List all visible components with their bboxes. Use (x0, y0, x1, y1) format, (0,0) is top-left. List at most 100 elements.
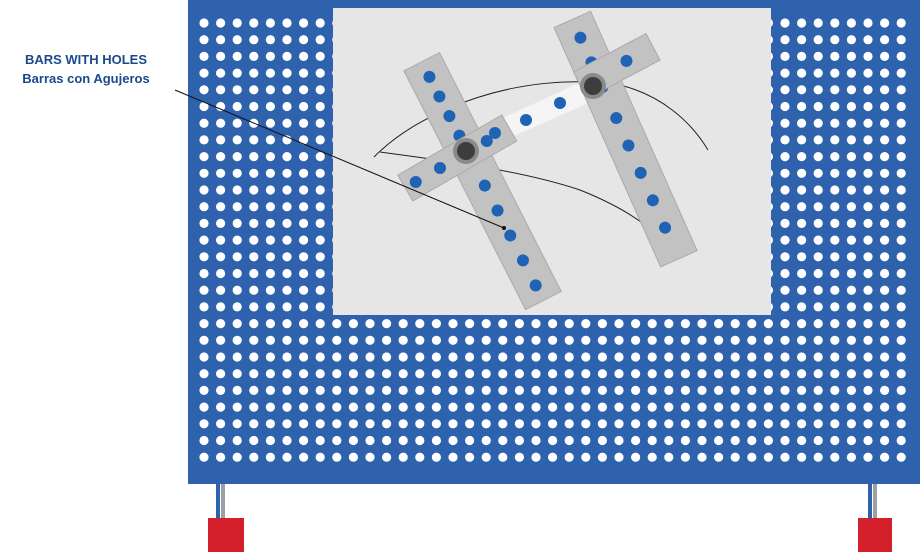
board-hole (249, 268, 259, 279)
board-hole (697, 319, 707, 329)
board-hole (315, 369, 325, 379)
board-hole (581, 419, 591, 429)
callout-title-en: BARS WITH HOLES (24, 52, 148, 67)
board-hole (299, 168, 309, 178)
board-hole (299, 85, 309, 95)
board-hole (348, 452, 358, 462)
board-hole (813, 268, 823, 279)
board-hole (680, 352, 691, 362)
board-hole (448, 369, 458, 379)
board-hole (830, 435, 840, 446)
board-hole (880, 85, 890, 95)
board-hole (282, 235, 292, 245)
board-hole (448, 435, 458, 446)
board-hole (415, 369, 425, 379)
board-hole (780, 168, 790, 178)
board-hole (199, 335, 209, 345)
board-hole (232, 352, 242, 362)
board-hole (680, 369, 691, 379)
board-hole (199, 285, 209, 295)
board-hole (564, 335, 574, 345)
board-hole (797, 152, 807, 162)
board-hole (365, 319, 375, 329)
board-hole (481, 435, 491, 446)
board-hole (199, 385, 209, 395)
board-hole (431, 369, 441, 379)
board-hole (714, 452, 724, 462)
board-hole (597, 319, 608, 329)
board-hole (282, 369, 292, 379)
board-hole (348, 369, 358, 379)
board-hole (315, 35, 325, 45)
board-hole (797, 51, 807, 62)
board-hole (863, 268, 873, 279)
board-hole (216, 18, 226, 28)
board-hole (465, 419, 475, 429)
board-hole (299, 352, 309, 362)
board-hole (830, 51, 840, 62)
board-hole (315, 452, 325, 462)
board-hole (265, 68, 275, 78)
board-hole (448, 352, 458, 362)
board-hole (797, 302, 807, 312)
board-hole (249, 385, 259, 395)
board-hole (880, 319, 890, 329)
board-hole (863, 369, 873, 379)
board-hole (299, 319, 309, 329)
board-hole (232, 135, 242, 145)
board-hole (398, 369, 408, 379)
board-hole (282, 285, 292, 295)
board-hole (830, 335, 840, 345)
board-hole (846, 185, 857, 195)
board-hole (896, 101, 906, 112)
board-hole (880, 51, 890, 62)
board-hole (415, 452, 425, 462)
board-hole (797, 168, 807, 178)
board-hole (614, 385, 624, 395)
board-hole (282, 452, 292, 462)
board-hole (348, 402, 358, 412)
board-hole (813, 68, 823, 78)
board-hole (581, 435, 591, 446)
board-hole (216, 85, 226, 95)
board-hole (597, 452, 608, 462)
board-hole (780, 302, 790, 312)
board-hole (265, 35, 275, 45)
board-hole (896, 435, 906, 446)
board-hole (747, 402, 757, 412)
board-hole (846, 402, 857, 412)
board-hole (830, 369, 840, 379)
board-hole (299, 419, 309, 429)
board-hole (465, 319, 475, 329)
board-hole (548, 419, 558, 429)
board-hole (813, 352, 823, 362)
board-hole (780, 101, 790, 112)
board-hole (880, 168, 890, 178)
board-hole (216, 202, 226, 212)
board-hole (830, 352, 840, 362)
board-hole (664, 352, 674, 362)
board-hole (282, 18, 292, 28)
board-hole (830, 302, 840, 312)
board-hole (813, 35, 823, 45)
board-hole (398, 435, 408, 446)
board-hole (232, 35, 242, 45)
board-hole (548, 369, 558, 379)
board-hole (863, 452, 873, 462)
board-hole (797, 35, 807, 45)
board-hole (880, 18, 890, 28)
board-hole (880, 268, 890, 279)
board-hole (199, 402, 209, 412)
board-hole (299, 252, 309, 262)
board-hole (863, 68, 873, 78)
board-hole (863, 319, 873, 329)
board-hole (614, 452, 624, 462)
board-hole (282, 68, 292, 78)
board-hole (249, 185, 259, 195)
board-hole (714, 335, 724, 345)
board-hole (216, 235, 226, 245)
board-hole (846, 68, 857, 78)
board-hole (531, 352, 541, 362)
board-hole (232, 68, 242, 78)
board-hole (564, 352, 574, 362)
